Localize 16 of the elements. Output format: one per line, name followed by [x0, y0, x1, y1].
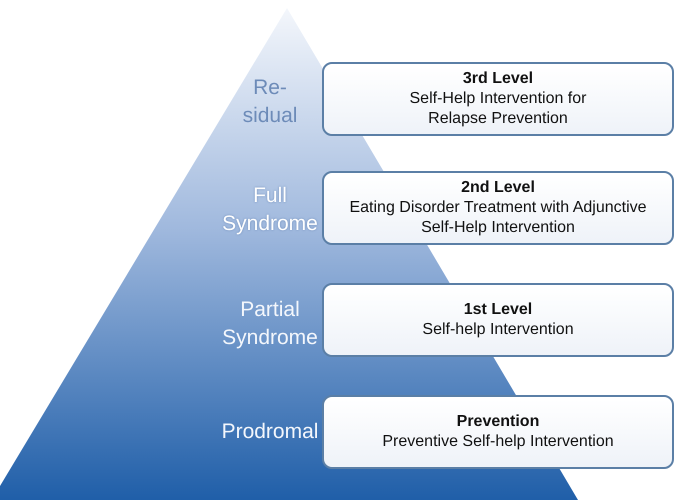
level-heading: 3rd Level	[462, 69, 534, 89]
stage-label: Full Syndrome	[221, 183, 319, 237]
level-heading: 1st Level	[464, 300, 532, 320]
stage-label: Prodromal	[220, 419, 320, 445]
level-box	[322, 171, 674, 245]
level-description: Self-Help Intervention for Relapse Prevention	[408, 89, 588, 129]
level-box	[322, 395, 674, 469]
level-heading: 2nd Level	[461, 178, 535, 198]
stage-label: Re- sidual	[242, 75, 298, 129]
level-box	[322, 283, 674, 357]
level-description: Self-help Intervention	[421, 320, 575, 340]
level-box	[322, 62, 674, 136]
stage-label: Partial Syndrome	[221, 297, 319, 351]
level-heading: Prevention	[456, 412, 540, 432]
level-description: Preventive Self-help Intervention	[381, 432, 615, 452]
level-description: Eating Disorder Treatment with Adjunctive Self-Help Intervention	[348, 198, 648, 238]
